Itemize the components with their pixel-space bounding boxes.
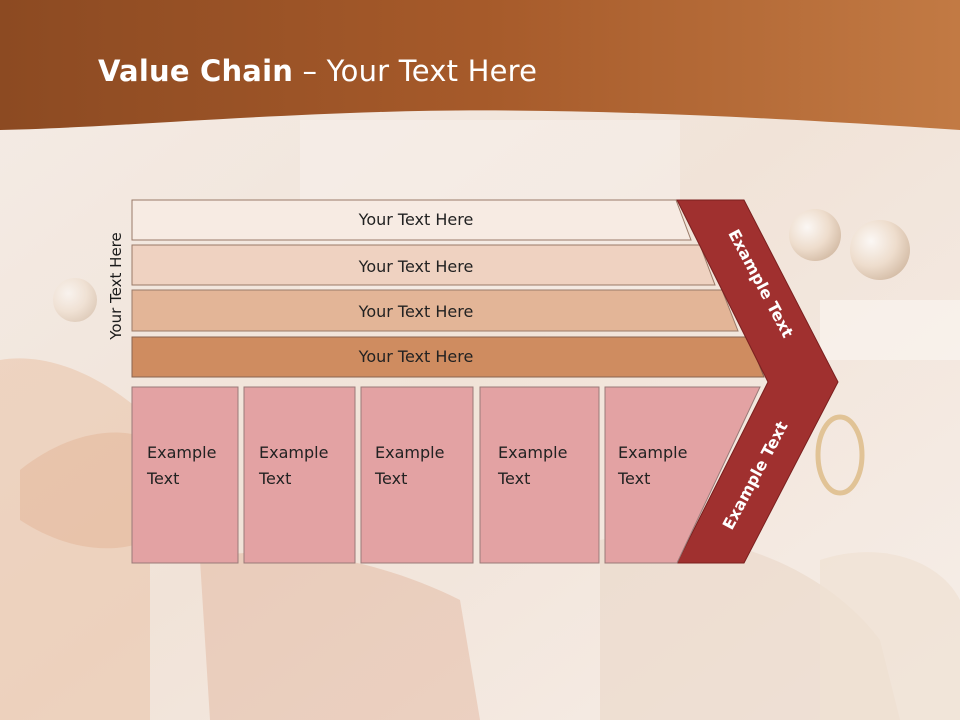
reflection-text-3: Example [375, 664, 444, 683]
box-1-line-1: Example [147, 443, 216, 462]
reflection-text-4: Example [498, 664, 567, 683]
reflection-text-1b: Text [146, 638, 179, 657]
row-2-label: Your Text Here [358, 257, 474, 276]
reflection-text-4b: Text [497, 638, 530, 657]
page-title: Value Chain – Your Text Here [98, 54, 537, 88]
reflection-text-5: Example [618, 664, 687, 683]
box-5-line-1: Example [618, 443, 687, 462]
reflection: Example Text Example Text Example Text E… [131, 562, 826, 720]
title-bold: Value Chain [98, 54, 294, 88]
box-3: Example Text [360, 386, 474, 564]
box-5-line-2: Text [617, 469, 650, 488]
row-2: Your Text Here [131, 244, 716, 286]
row-3-label: Your Text Here [358, 302, 474, 321]
row-1: Your Text Here [131, 199, 692, 241]
reflection-text-2: Example [259, 664, 328, 683]
title-rest: – Your Text Here [293, 54, 538, 88]
box-1: Example Text [131, 386, 239, 564]
box-4: Example Text [479, 386, 600, 564]
reflection-text-3b: Text [374, 638, 407, 657]
box-4-line-1: Example [498, 443, 567, 462]
box-2-line-1: Example [259, 443, 328, 462]
row-3: Your Text Here [131, 289, 739, 332]
box-3-line-1: Example [375, 443, 444, 462]
reflection-text-1: Example [147, 664, 216, 683]
box-4-line-2: Text [497, 469, 530, 488]
box-2-line-2: Text [258, 469, 291, 488]
row-4-label: Your Text Here [358, 347, 474, 366]
box-2: Example Text [243, 386, 356, 564]
box-3-line-2: Text [374, 469, 407, 488]
row-1-label: Your Text Here [358, 210, 474, 229]
box-1-line-2: Text [146, 469, 179, 488]
reflection-text-2b: Text [258, 638, 291, 657]
reflection-text-5b: Text [617, 638, 650, 657]
row-4: Your Text Here [131, 336, 765, 378]
box-5: Example Text [604, 386, 761, 564]
